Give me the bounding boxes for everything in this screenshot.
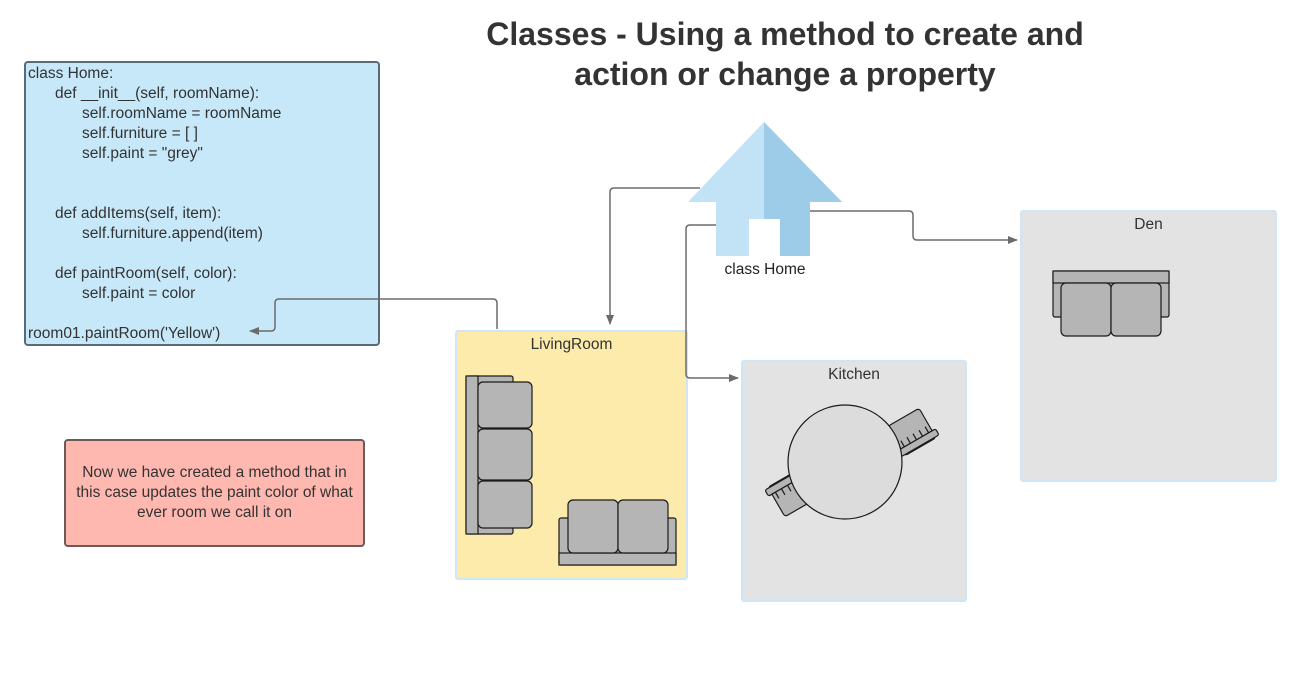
code-line-append: self.furniture.append(item) (82, 225, 263, 242)
code-line-furniture: self.furniture = [ ] (82, 125, 198, 142)
dining-table-icon (765, 404, 939, 520)
diagram-title-line-2: action or change a property (574, 56, 996, 92)
chair-icon (888, 408, 939, 457)
kitchen-label: Kitchen (828, 366, 880, 383)
code-line-init: def __init__(self, roomName): (55, 85, 260, 102)
code-line-class: class Home: (28, 65, 114, 82)
loveseat-icon (1052, 270, 1170, 337)
note-box: Now we have created a method that in thi… (64, 439, 365, 547)
code-line-call: room01.paintRoom('Yellow') (28, 325, 221, 342)
loveseat-icon (558, 499, 677, 566)
den-label: Den (1134, 216, 1163, 233)
house-icon (688, 122, 842, 256)
code-line-additems: def addItems(self, item): (55, 205, 222, 222)
code-line-roomname: self.roomName = roomName (82, 105, 282, 122)
arrow-paint-call (249, 298, 498, 335)
living-room-label: LivingRoom (530, 336, 613, 353)
arrow-to-kitchen (685, 224, 739, 382)
diagram-title-line-1: Classes - Using a method to create and (486, 16, 1084, 52)
code-line-paintroom: def paintRoom(self, color): (55, 265, 237, 282)
code-line-paint: self.paint = "grey" (82, 145, 203, 162)
note-text: Now we have created a method that in thi… (76, 464, 353, 521)
arrow-to-den (810, 210, 1018, 244)
house-label: class Home (724, 261, 806, 278)
code-line-paint-assign: self.paint = color (82, 285, 196, 302)
den-box: Den (1020, 210, 1277, 482)
arrow-to-livingroom (606, 187, 700, 325)
sofa-icon (465, 375, 533, 535)
